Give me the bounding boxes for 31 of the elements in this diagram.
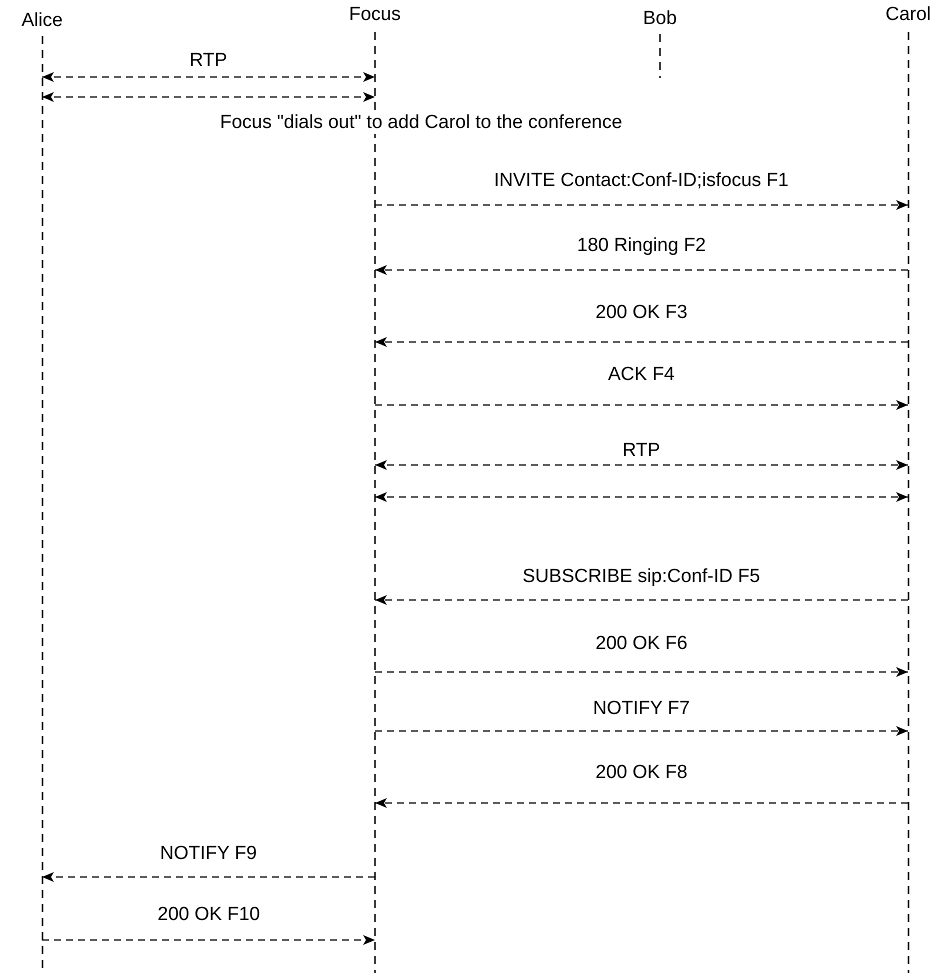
message-arrow	[42, 72, 375, 82]
message-arrow	[42, 935, 375, 945]
message-arrow	[375, 460, 908, 470]
message-label: RTP	[188, 50, 228, 72]
message-label: 200 OK F6	[594, 633, 688, 655]
participant-label: Bob	[642, 8, 678, 30]
message-arrow	[375, 726, 908, 736]
message-arrow	[375, 337, 908, 347]
message-arrow	[375, 200, 908, 210]
message-arrow	[375, 798, 908, 808]
message-label: 200 OK F3	[594, 302, 688, 324]
participant-lifeline	[884, 4, 932, 973]
participant-label: Alice	[20, 10, 64, 32]
message-arrow	[375, 595, 908, 605]
message-arrow	[375, 492, 908, 502]
message-arrow	[375, 265, 908, 275]
message-label: 200 OK F10	[156, 904, 261, 926]
message-arrow	[42, 92, 375, 102]
message-label: SUBSCRIBE sip:Conf-ID F5	[522, 566, 762, 588]
participant-label: Carol	[884, 4, 932, 26]
message-label: NOTIFY F7	[592, 698, 691, 720]
message-arrow	[375, 400, 908, 410]
message-label: 200 OK F8	[594, 762, 688, 784]
message-arrow	[42, 872, 375, 882]
message-label: ACK F4	[607, 364, 676, 386]
message-label: RTP	[622, 440, 662, 462]
message-label: NOTIFY F9	[159, 843, 258, 865]
participant-label: Focus	[348, 4, 402, 26]
message-label: INVITE Contact:Conf-ID;isfocus F1	[493, 170, 790, 192]
message-arrow	[375, 667, 908, 677]
message-label: 180 Ringing F2	[576, 235, 707, 257]
